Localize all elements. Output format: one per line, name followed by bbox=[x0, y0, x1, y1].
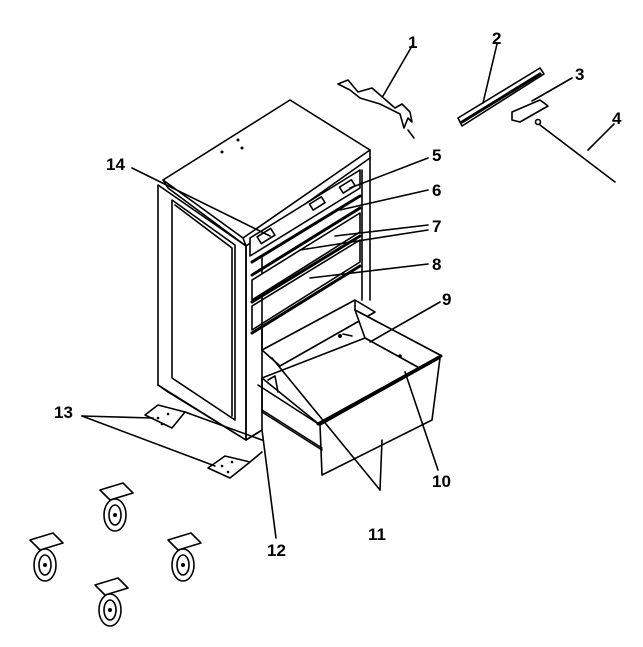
callout-1: 1 bbox=[408, 33, 417, 52]
callout-7: 7 bbox=[432, 217, 441, 236]
leader-lines bbox=[81, 43, 615, 539]
part-3-plate bbox=[511, 99, 549, 123]
callout-9: 9 bbox=[442, 290, 451, 309]
callout-12: 12 bbox=[267, 541, 286, 560]
part-1-bracket bbox=[337, 79, 415, 139]
callout-8: 8 bbox=[432, 255, 441, 274]
callout-labels: 1 2 3 4 5 6 7 8 9 10 11 12 13 14 bbox=[54, 29, 622, 560]
callout-2: 2 bbox=[492, 29, 501, 48]
drawer-stack bbox=[250, 194, 362, 351]
caster-wheel bbox=[29, 532, 64, 582]
part-13-base-brackets bbox=[144, 404, 263, 479]
caster-wheel bbox=[167, 532, 202, 582]
caster-wheels bbox=[29, 482, 202, 627]
caster-wheel bbox=[99, 482, 134, 532]
callout-5: 5 bbox=[432, 146, 441, 165]
callout-14: 14 bbox=[106, 155, 125, 174]
callout-4: 4 bbox=[612, 109, 622, 128]
callout-6: 6 bbox=[432, 181, 441, 200]
open-drawer bbox=[257, 299, 443, 476]
callout-3: 3 bbox=[575, 65, 584, 84]
caster-wheel bbox=[94, 577, 129, 627]
callout-11: 11 bbox=[368, 525, 386, 544]
callout-10: 10 bbox=[432, 472, 451, 491]
part-2-rail bbox=[457, 67, 545, 127]
drawer-front-handle bbox=[316, 354, 443, 426]
drawer-handle-right bbox=[308, 195, 326, 211]
part-4-rod bbox=[534, 118, 616, 183]
callout-13: 13 bbox=[54, 403, 73, 422]
top-drawer bbox=[249, 169, 361, 257]
cabinet-left-side-recess bbox=[171, 199, 236, 421]
tool-cabinet bbox=[157, 99, 443, 476]
